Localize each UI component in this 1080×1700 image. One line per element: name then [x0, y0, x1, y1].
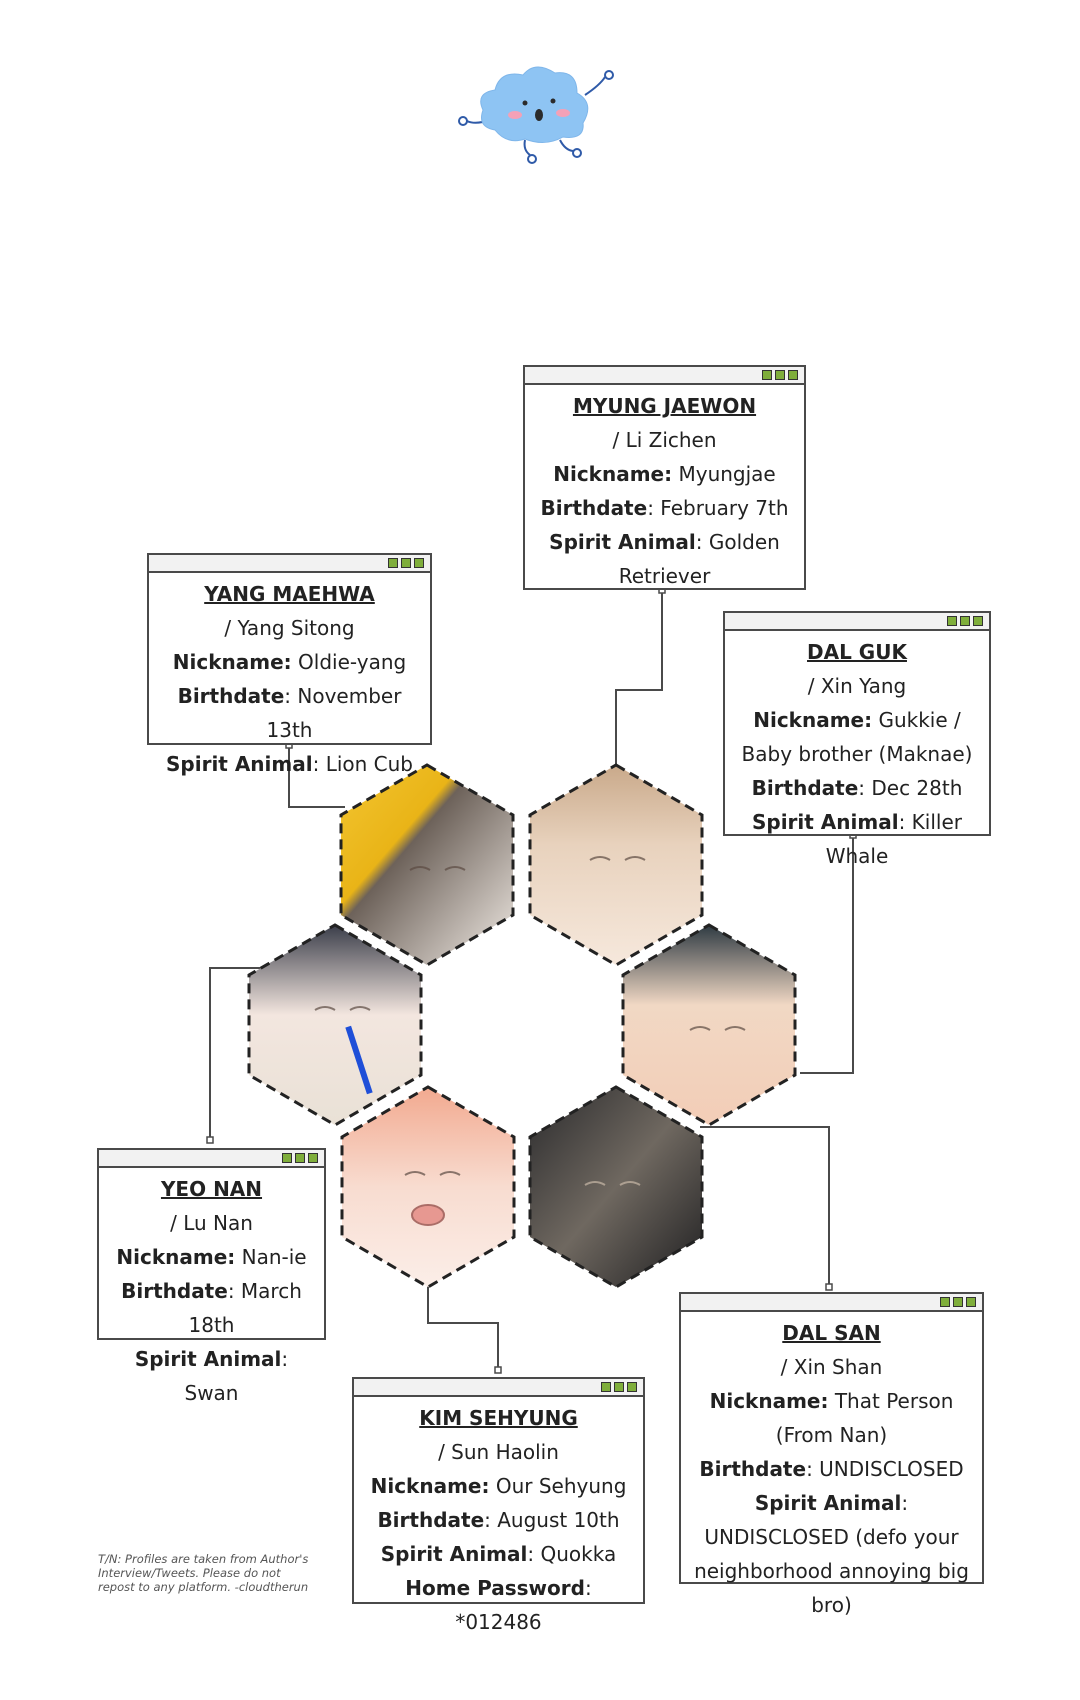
- profile-card-myung-jaewon: MYUNG JAEWON / Li Zichen Nickname: Myung…: [523, 365, 806, 590]
- profile-card-dal-san: DAL SAN / Xin Shan Nickname: That Person…: [679, 1292, 984, 1617]
- profile-name: DAL GUK: [807, 640, 907, 664]
- portrait-dal-san: [528, 1085, 704, 1289]
- portrait-yeo-nan: [247, 923, 423, 1127]
- window-title-bar: [99, 1150, 324, 1168]
- window-title-bar: [354, 1379, 643, 1397]
- profile-alias: / Sun Haolin: [438, 1440, 559, 1464]
- profile-card-yang-maehwa: YANG MAEHWA / Yang Sitong Nickname: Oldi…: [147, 553, 432, 776]
- profile-name: DAL SAN: [782, 1321, 881, 1345]
- profile-alias: / Yang Sitong: [224, 616, 355, 640]
- profile-card-kim-sehyung: KIM SEHYUNG / Sun Haolin Nickname: Our S…: [352, 1377, 645, 1634]
- portrait-myung-jaewon: [528, 763, 704, 967]
- portrait-yang-maehwa: [339, 763, 515, 967]
- profile-name: MYUNG JAEWON: [572, 394, 757, 418]
- profile-alias: / Li Zichen: [612, 428, 717, 452]
- profile-card-yeo-nan: YEO NAN / Lu Nan Nickname: Nan-ie Birthd…: [97, 1148, 326, 1405]
- translator-note: T/N: Profiles are taken from Author's In…: [98, 1552, 309, 1594]
- portrait-kim-sehyung: [340, 1085, 516, 1289]
- profile-name: YEO NAN: [160, 1177, 263, 1201]
- portrait-dal-guk: [621, 923, 797, 1127]
- window-title-bar: [681, 1294, 982, 1312]
- window-title-bar: [149, 555, 430, 573]
- window-title-bar: [725, 613, 989, 631]
- profile-card-dal-guk: DAL GUK / Xin Yang Nickname: Gukkie / Ba…: [723, 611, 991, 868]
- cloud-mascot-icon: [458, 66, 614, 164]
- profile-name: KIM SEHYUNG: [419, 1406, 578, 1430]
- profile-alias: / Xin Yang: [807, 674, 907, 698]
- profile-alias: / Lu Nan: [170, 1211, 253, 1235]
- connector-lines: [209, 590, 854, 1370]
- profile-alias: / Xin Shan: [780, 1355, 883, 1379]
- window-title-bar: [525, 367, 804, 385]
- profile-name: YANG MAEHWA: [204, 582, 375, 606]
